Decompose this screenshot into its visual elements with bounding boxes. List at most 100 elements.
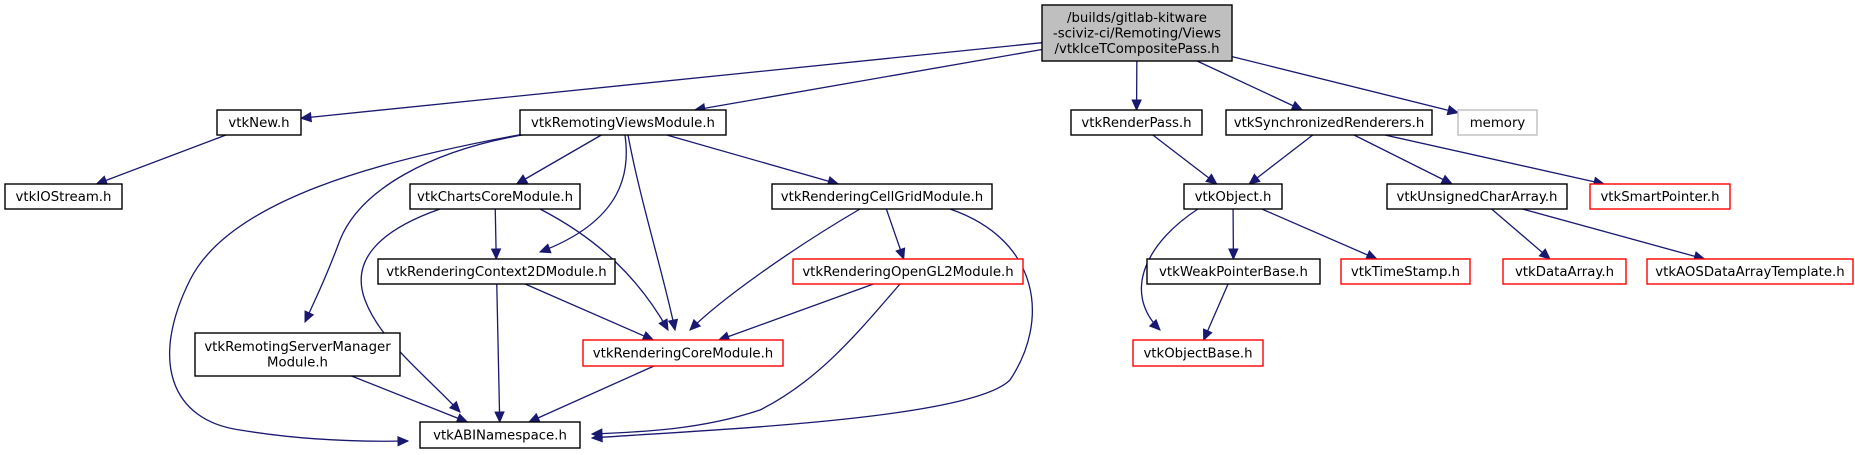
arrowhead-icon <box>1538 248 1551 260</box>
node-box <box>1225 109 1433 136</box>
node-vtkObject[interactable]: vtkObject.h <box>1183 183 1283 210</box>
node-vtkDataArray[interactable]: vtkDataArray.h <box>1502 258 1627 285</box>
node-label: vtkSynchronizedRenderers.h <box>1234 116 1425 131</box>
node-box <box>1070 109 1203 136</box>
edge-line <box>1261 208 1378 260</box>
edge-line <box>516 134 602 185</box>
node-box <box>1457 109 1538 136</box>
node-label: vtkTimeStamp.h <box>1351 265 1460 280</box>
node-box <box>519 109 727 136</box>
edge-line <box>304 133 529 323</box>
edge-vtkRemotingViewsModule-to-vtkRenderingContext2DModule <box>538 134 627 254</box>
edge-line <box>1231 55 1459 114</box>
edge-line <box>1248 134 1314 185</box>
node-vtkUnsignedCharArray[interactable]: vtkUnsignedCharArray.h <box>1386 183 1568 210</box>
edge-line <box>1353 134 1453 185</box>
edge-line <box>689 208 861 331</box>
edge-vtkRemotingViewsModule-to-vtkChartsCoreModule <box>515 134 602 185</box>
node-vtkWeakPointerBase[interactable]: vtkWeakPointerBase.h <box>1146 258 1321 285</box>
edge-vtkRenderingCellGridModule-to-vtkRenderingCoreModule <box>689 208 861 331</box>
node-box <box>792 258 1024 285</box>
arrowhead-icon <box>490 248 502 261</box>
node-vtkSmartPointer[interactable]: vtkSmartPointer.h <box>1589 183 1731 210</box>
node-label: vtkRenderingCellGridModule.h <box>781 190 983 205</box>
edge-line <box>1384 134 1605 185</box>
node-label: /builds/gitlab-kitware <box>1067 11 1207 26</box>
node-vtkNew[interactable]: vtkNew.h <box>216 109 302 136</box>
edge-vtkRemotingViewsModule-to-vtkRemotingServerManagerModule <box>304 133 529 324</box>
edge-vtkRenderingOpenGL2Module-to-vtkABINamespace <box>590 283 901 439</box>
edge-line <box>591 208 1033 439</box>
node-vtkRenderingCellGridModule[interactable]: vtkRenderingCellGridModule.h <box>771 183 993 210</box>
node-label: vtkRemotingViewsModule.h <box>531 116 715 131</box>
arrowhead-icon <box>455 413 469 424</box>
arrowhead-icon <box>1131 99 1142 112</box>
edge-line <box>694 48 1043 111</box>
edge-vtkRenderPass-to-vtkObject <box>1152 134 1218 185</box>
node-vtkChartsCoreModule[interactable]: vtkChartsCoreModule.h <box>409 183 581 210</box>
edge-line <box>666 134 839 185</box>
arrowhead-icon <box>527 412 541 423</box>
node-label: vtkObjectBase.h <box>1143 346 1252 361</box>
node-box <box>409 183 581 210</box>
arrowhead-icon <box>667 318 679 332</box>
node-label: vtkAOSDataArrayTemplate.h <box>1655 265 1844 280</box>
node-vtkIOStream[interactable]: vtkIOStream.h <box>4 183 123 210</box>
edge-vtkWeakPointerBase-to-vtkObjectBase <box>1203 283 1229 342</box>
node-box <box>771 183 993 210</box>
node-vtkObjectBase[interactable]: vtkObjectBase.h <box>1132 339 1264 367</box>
edge-vtkRenderingContext2DModule-to-vtkABINamespace <box>494 283 505 424</box>
edge-vtkObject-to-vtkWeakPointerBase <box>1228 208 1239 261</box>
edge-root-to-vtkNew <box>299 42 1043 123</box>
edge-vtkChartsCoreModule-to-vtkRenderingCoreModule <box>539 208 669 332</box>
node-vtkRemotingViewsModule[interactable]: vtkRemotingViewsModule.h <box>519 109 727 136</box>
node-vtkRenderingContext2DModule[interactable]: vtkRenderingContext2DModule.h <box>377 258 616 285</box>
node-label: vtkABINamespace.h <box>433 428 567 443</box>
node-vtkAOSDataArrayTemplate[interactable]: vtkAOSDataArrayTemplate.h <box>1646 258 1854 285</box>
edge-vtkRenderingContext2DModule-to-vtkRenderingCoreModule <box>524 283 655 341</box>
edge-line <box>360 208 461 413</box>
node-label: vtkIOStream.h <box>16 190 112 205</box>
edge-root-to-vtkSynchronizedRenderers <box>1196 60 1304 111</box>
edge-vtkUnsignedCharArray-to-vtkAOSDataArrayTemplate <box>1522 208 1706 262</box>
node-label: vtkWeakPointerBase.h <box>1159 265 1308 280</box>
edge-vtkObject-to-vtkObjectBase <box>1140 208 1199 331</box>
node-vtkRenderingCoreModule[interactable]: vtkRenderingCoreModule.h <box>582 339 784 367</box>
node-vtkTimeStamp[interactable]: vtkTimeStamp.h <box>1340 258 1471 285</box>
arrowhead-icon <box>515 174 529 185</box>
arrowhead-icon <box>590 428 603 439</box>
edge-vtkUnsignedCharArray-to-vtkDataArray <box>1491 208 1551 260</box>
arrowhead-icon <box>494 411 505 424</box>
arrowhead-icon <box>1148 318 1161 331</box>
arrowhead-icon <box>1290 100 1304 111</box>
node-label: /vtkIceTCompositePass.h <box>1054 42 1219 57</box>
edge-line <box>300 42 1043 119</box>
node-label: vtkNew.h <box>228 116 289 131</box>
node-vtkRenderPass[interactable]: vtkRenderPass.h <box>1070 109 1203 136</box>
edge-line <box>1196 60 1303 111</box>
node-label: vtkDataArray.h <box>1515 265 1614 280</box>
arrowhead-icon <box>304 310 315 324</box>
edge-root-to-vtkRemotingViewsModule <box>693 48 1043 114</box>
arrowhead-icon <box>1248 173 1261 185</box>
edge-line <box>718 283 874 341</box>
edge-vtkRenderingOpenGL2Module-to-vtkRenderingCoreModule <box>717 283 874 342</box>
node-label: vtkChartsCoreModule.h <box>417 190 573 205</box>
nodes-layer: /builds/gitlab-kitware-sciviz-ci/Remotin… <box>4 4 1854 449</box>
edge-line <box>524 283 654 341</box>
edge-line <box>1140 208 1199 331</box>
node-box <box>194 332 401 377</box>
node-label: vtkRemotingServerManager <box>204 340 391 355</box>
node-vtkABINamespace[interactable]: vtkABINamespace.h <box>419 421 581 449</box>
node-root[interactable]: /builds/gitlab-kitware-sciviz-ci/Remotin… <box>1041 4 1233 62</box>
edge-vtkChartsCoreModule-to-vtkRenderingContext2DModule <box>490 208 502 261</box>
node-vtkSynchronizedRenderers[interactable]: vtkSynchronizedRenderers.h <box>1225 109 1433 136</box>
edge-line <box>351 375 468 423</box>
arrowhead-icon <box>448 400 461 413</box>
node-box <box>1502 258 1627 285</box>
node-vtkRenderingOpenGL2Module[interactable]: vtkRenderingOpenGL2Module.h <box>792 258 1024 285</box>
edge-line <box>168 133 525 442</box>
arrowhead-icon <box>641 330 655 341</box>
